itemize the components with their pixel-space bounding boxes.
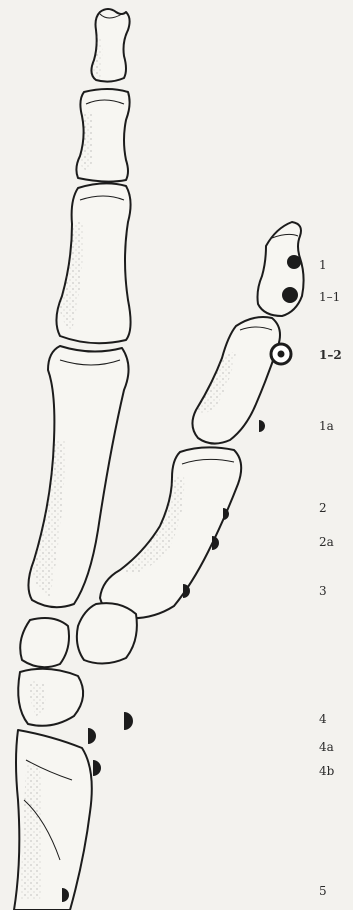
marker-4 <box>124 712 133 730</box>
label-1: 1 <box>319 258 327 272</box>
thumb-distal-phalanx <box>258 222 304 316</box>
label-4: 4 <box>319 712 327 726</box>
label-1-1: 1–1 <box>319 290 340 304</box>
marker-1-2-center <box>278 351 285 358</box>
marker-4b <box>93 760 101 776</box>
label-2a: 2a <box>319 535 334 549</box>
thumb-proximal-phalanx <box>192 317 280 444</box>
label-4a: 4a <box>319 740 334 754</box>
label-1a: 1a <box>319 419 334 433</box>
label-2: 2 <box>319 501 327 515</box>
label-4b: 4b <box>319 764 334 778</box>
label-1-2: 1–2 <box>319 348 342 362</box>
label-3: 3 <box>319 584 327 598</box>
trapezoid-bone <box>20 618 69 667</box>
marker-4a <box>88 728 96 744</box>
trapezium-bone <box>77 603 137 663</box>
marker-2a <box>212 536 219 550</box>
marker-1a <box>259 420 265 432</box>
marker-1-1 <box>282 287 298 303</box>
scaphoid-bone <box>18 669 83 726</box>
label-5: 5 <box>319 884 327 898</box>
marker-1 <box>287 255 301 269</box>
